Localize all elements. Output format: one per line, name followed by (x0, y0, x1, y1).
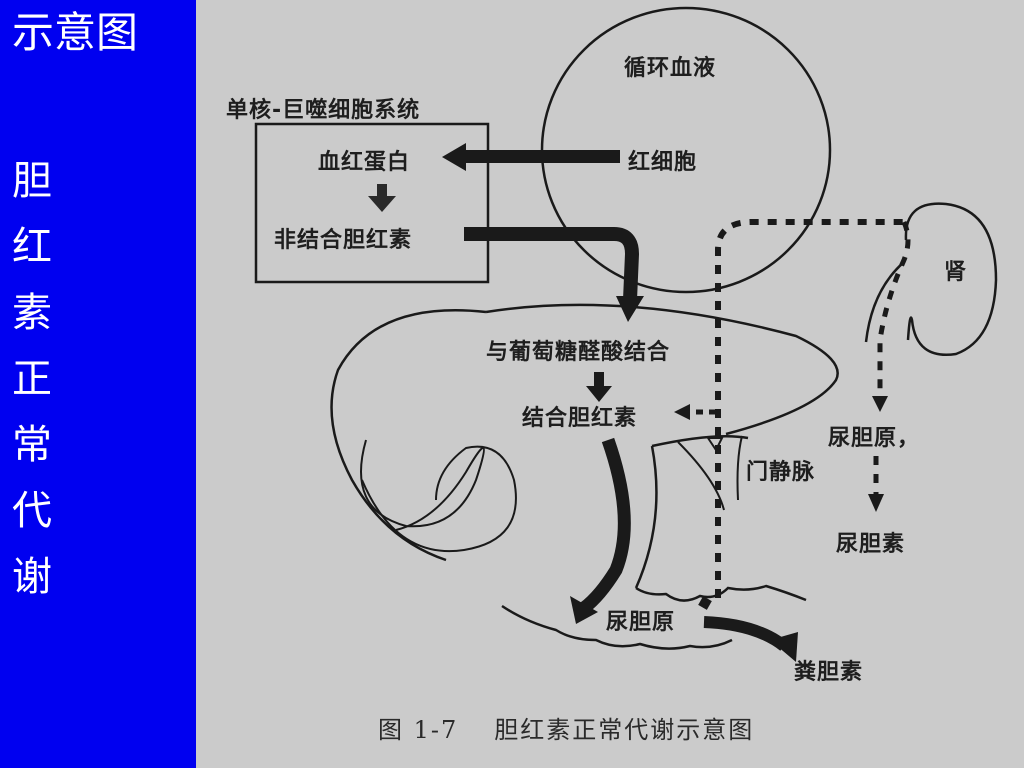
label-portal-vein: 门静脉 (746, 460, 816, 485)
diagram-drawing (254, 6, 998, 662)
vertical-title: 胆 红 素 正 常 代 谢 (12, 148, 52, 610)
vertical-title-char: 谢 (12, 554, 52, 600)
label-circulation: 循环血液 (624, 56, 717, 81)
vertical-title-char: 常 (12, 422, 52, 468)
label-urobilinogen-intestine: 尿胆原 (606, 610, 676, 635)
intestine-outline (501, 604, 733, 650)
figure-caption-text: 胆红素正常代谢示意图 (494, 716, 755, 744)
label-urobilin: 尿胆素 (836, 532, 906, 557)
arrow-left-icon (442, 143, 466, 171)
arrow-down-icon (616, 296, 644, 322)
label-hemoglobin: 血红蛋白 (318, 150, 411, 175)
bilirubin-metabolism-figure: 单核-巨噬细胞系统 血红蛋白 非结合胆红素 循环血液 红细胞 与葡萄糖醛酸结合 … (196, 0, 1024, 768)
arrow-right-icon (770, 632, 798, 662)
mps-box (254, 122, 490, 284)
vertical-title-char: 正 (12, 356, 52, 402)
slide-title: 示意图 (12, 8, 139, 57)
vertical-title-char: 胆 (12, 158, 52, 204)
arrow-down-icon (368, 196, 396, 212)
arrow-down-icon (586, 386, 612, 402)
figure-number: 图 1-7 (378, 716, 459, 744)
label-kidney: 肾 (944, 260, 968, 285)
left-title-panel: 示意图 胆 红 素 正 常 代 谢 (0, 0, 196, 768)
label-mps: 单核-巨噬细胞系统 (226, 98, 421, 123)
kidney-outline (904, 202, 998, 357)
label-unconjugated-bilirubin: 非结合胆红素 (274, 228, 413, 253)
arrow-left-icon (674, 404, 690, 420)
vertical-title-char: 代 (12, 488, 52, 534)
arrow-down-icon (868, 494, 884, 512)
label-urobilinogen-kidney: 尿胆原， (828, 426, 921, 451)
arrow-down-icon (872, 396, 888, 412)
label-glucuronic-conjugation: 与葡萄糖醛酸结合 (486, 340, 671, 365)
vertical-title-char: 红 (12, 224, 52, 270)
arrow-down-icon (570, 596, 598, 624)
liver-outline (330, 308, 487, 562)
figure-caption: 图 1-7 胆红素正常代谢示意图 (378, 710, 754, 745)
vertical-title-char: 素 (12, 290, 52, 336)
label-red-blood-cell: 红细胞 (628, 150, 698, 175)
label-conjugated-bilirubin: 结合胆红素 (522, 406, 638, 431)
label-stercobilin: 粪胆素 (794, 660, 864, 685)
